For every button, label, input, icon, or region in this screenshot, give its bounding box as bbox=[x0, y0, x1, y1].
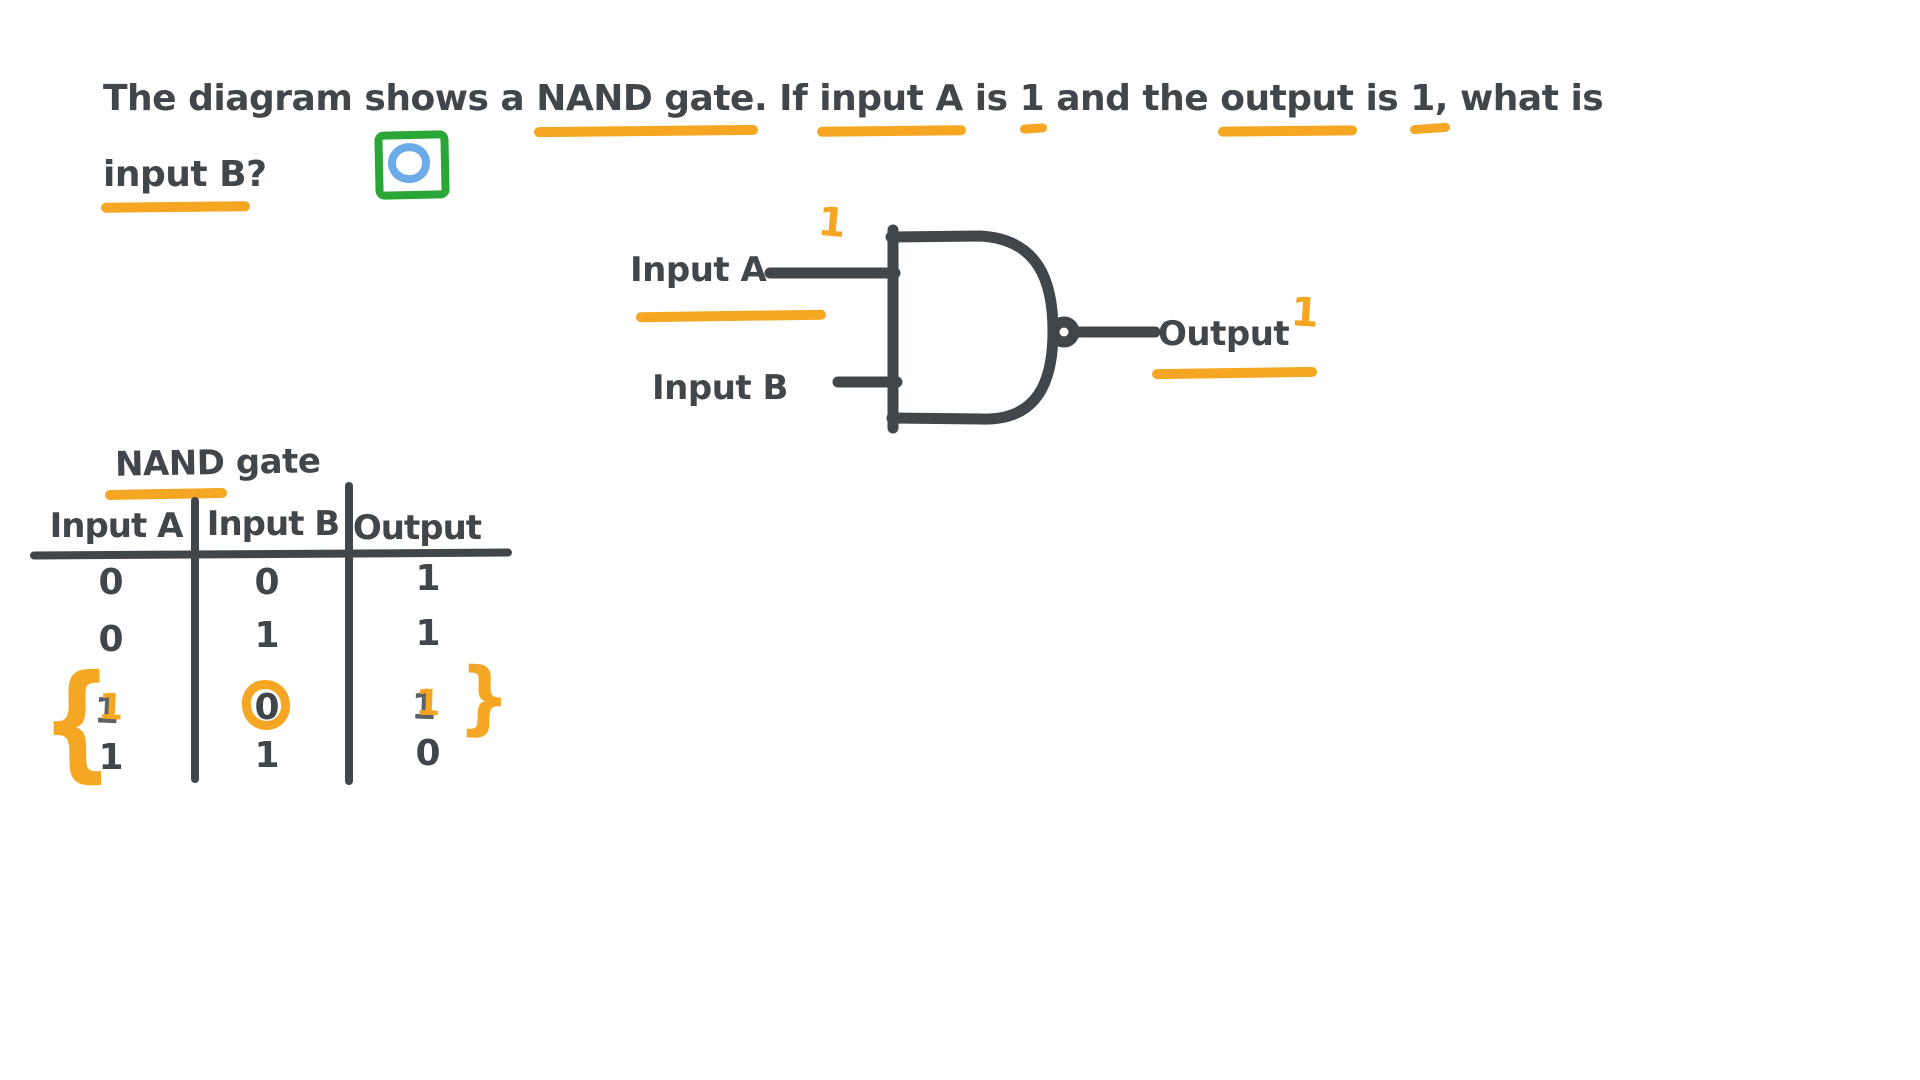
cell-r1-output: 1 bbox=[415, 558, 441, 599]
header-output: Output bbox=[352, 508, 482, 548]
circle-icon bbox=[385, 140, 433, 186]
cell-r2-output: 1 bbox=[415, 613, 441, 654]
input-a-label: Input A bbox=[630, 250, 767, 290]
input-b-label: Input B bbox=[652, 368, 788, 408]
cell-r2-input-b: 1 bbox=[254, 615, 280, 656]
question-segment: is bbox=[962, 78, 1020, 119]
output-label: Output bbox=[1158, 314, 1290, 354]
question-segment-underlined-output: output bbox=[1220, 78, 1354, 119]
truth-table: NAND gate Input A Input B Output 0 0 1 0… bbox=[20, 440, 565, 835]
cell-r2-input-a: 0 bbox=[98, 619, 124, 660]
cell-r3-output-highlighted: 1 bbox=[414, 682, 442, 725]
question-segment: is bbox=[1353, 78, 1411, 119]
header-input-b: Input B bbox=[206, 504, 340, 544]
question-segment-underlined-input-a: input A bbox=[819, 78, 963, 119]
nand-gate-drawing bbox=[764, 224, 1161, 434]
cell-r4-input-a: 1 bbox=[98, 737, 124, 778]
cell-r4-input-b: 1 bbox=[254, 735, 280, 776]
question-line-1: The diagram shows a NAND gate. If input … bbox=[103, 76, 1604, 122]
question-segment-underlined-one: 1 bbox=[1019, 78, 1045, 119]
cell-r1-input-b: 0 bbox=[254, 562, 280, 603]
question-segment: ? bbox=[246, 154, 267, 195]
cell-r4-output: 0 bbox=[415, 733, 441, 774]
question-segment: . If bbox=[753, 78, 820, 119]
gate-body bbox=[885, 230, 1059, 425]
column-divider-2 bbox=[345, 482, 353, 785]
question-segment-underlined-input-b: input B bbox=[103, 154, 247, 195]
cell-r3-input-b-circled: 0 bbox=[254, 687, 280, 728]
highlight-brace-right: } bbox=[457, 650, 512, 745]
question-line-2: input B? bbox=[103, 152, 267, 198]
column-divider-1 bbox=[191, 497, 199, 783]
gate-inverter-bubble bbox=[1048, 316, 1080, 348]
answer-choice-box bbox=[374, 130, 450, 200]
question-segment-underlined-nand-gate: NAND gate bbox=[536, 78, 754, 119]
truth-table-title-underline bbox=[104, 487, 228, 501]
question-segment: The diagram shows a bbox=[103, 78, 537, 119]
header-input-a: Input A bbox=[49, 506, 184, 546]
question-segment-underlined-one-comma: 1, bbox=[1410, 78, 1448, 119]
output-value: 1 bbox=[1289, 289, 1321, 337]
question-segment: and the bbox=[1044, 78, 1221, 119]
question-segment: what is bbox=[1447, 78, 1604, 119]
truth-table-title: NAND gate bbox=[114, 441, 321, 485]
cell-r1-input-a: 0 bbox=[98, 562, 124, 603]
input-a-value: 1 bbox=[816, 198, 848, 248]
